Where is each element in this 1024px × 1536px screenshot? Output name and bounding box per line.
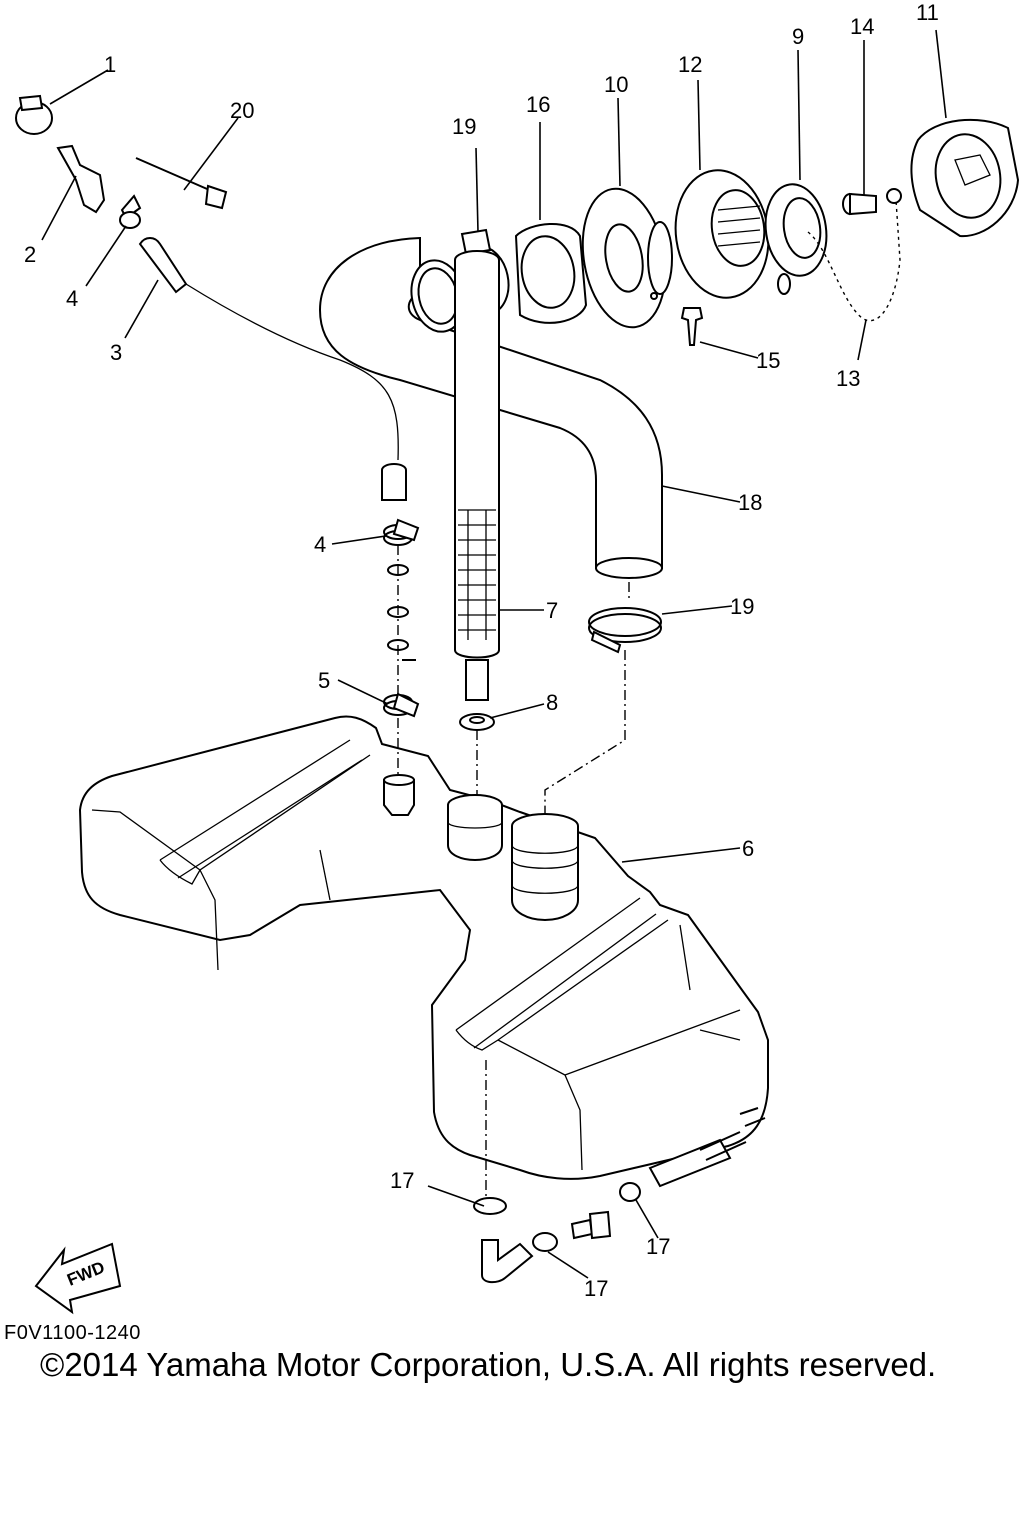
leader-lines [41,29,947,1279]
callout-6: 6 [742,836,754,861]
filler-hose [318,236,663,579]
fuel-filter-7 [454,250,500,701]
callout-19-lower: 19 [730,594,754,619]
rivet-15 [680,307,704,346]
exploded-parts-diagram: FWD 1 2 3 4 4 5 6 7 8 [15,0,1020,1315]
callout-3: 3 [110,340,122,365]
callout-20: 20 [230,98,254,123]
callout-labels: 1 2 3 4 4 5 6 7 8 9 10 11 12 13 14 15 16… [24,0,939,1301]
callout-15: 15 [756,348,780,373]
callout-8: 8 [546,690,558,715]
callout-17-bottom: 17 [584,1276,608,1301]
filler-neck-12 [647,169,770,299]
vent-line-parts [15,94,420,718]
callout-18: 18 [738,490,762,515]
hose-clamp-19-lower [588,607,662,654]
callout-13: 13 [836,366,860,391]
copyright-notice: ©2014 Yamaha Motor Corporation, U.S.A. A… [40,1346,937,1383]
callout-17-right: 17 [646,1234,670,1259]
fuel-tank [78,715,769,1180]
cap-seat-9 [764,183,828,295]
callout-4-upper: 4 [66,286,78,311]
diagram-code: F0V1100-1240 [4,1322,141,1344]
drain-line-parts [473,1060,766,1284]
callout-17-left: 17 [390,1168,414,1193]
callout-2: 2 [24,242,36,267]
callout-19-upper: 19 [452,114,476,139]
callout-1: 1 [104,52,116,77]
callout-9: 9 [792,24,804,49]
callout-10: 10 [604,72,628,97]
callout-11: 11 [916,0,939,25]
screw-14 [842,192,877,216]
callout-5: 5 [318,668,330,693]
cap-strap-chain-13 [807,188,902,322]
filler-cap-11 [910,118,1020,238]
callout-12: 12 [678,52,702,77]
forward-direction-arrow: FWD [34,1242,122,1315]
grommet-8 [459,713,495,731]
callout-4-lower: 4 [314,532,326,557]
callout-7: 7 [546,598,558,623]
filler-adapter-16 [514,222,588,324]
callout-14: 14 [850,14,874,39]
callout-16: 16 [526,92,550,117]
assembly-lines [397,582,630,815]
